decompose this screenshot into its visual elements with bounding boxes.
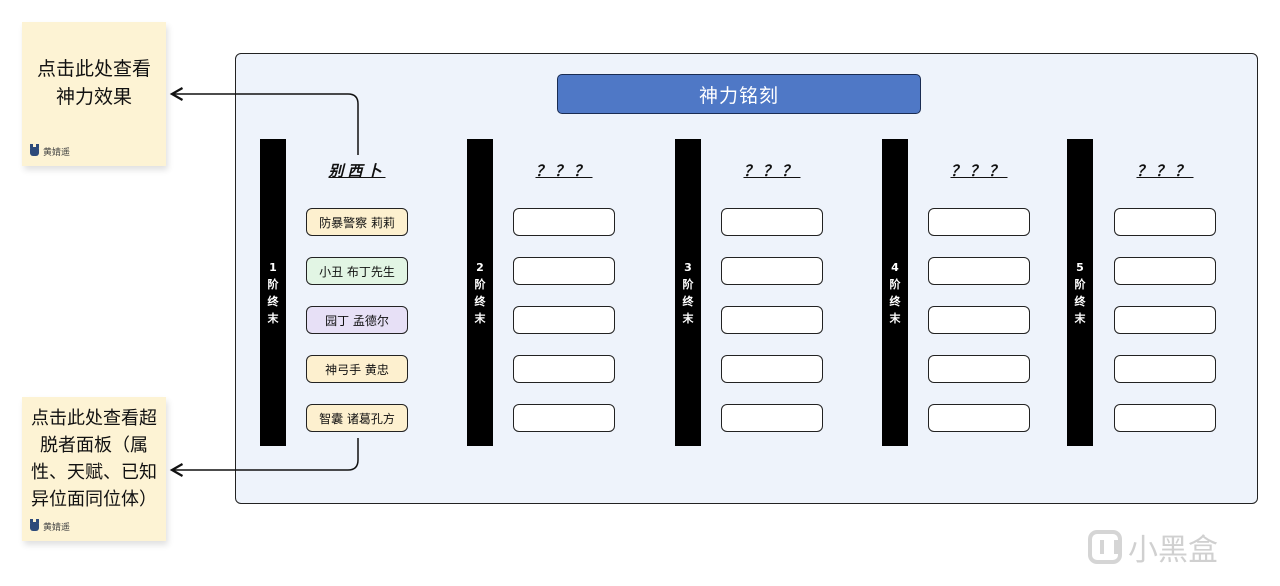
avatar-icon <box>30 144 39 156</box>
sticky-note-panel[interactable]: 点击此处查看超脱者面板（属性、天赋、已知异位面同位体） 黄婧遥 <box>22 397 166 541</box>
stage-2-slot-1[interactable] <box>513 208 615 236</box>
stage-3-slot-3[interactable] <box>721 306 823 334</box>
stage-label: 3阶终末 <box>682 260 694 325</box>
note-effects-text: 点击此处查看神力效果 <box>36 58 151 108</box>
watermark-text: 小黑盒 <box>1128 533 1218 568</box>
note-panel-text: 点击此处查看超脱者面板（属性、天赋、已知异位面同位体） <box>31 408 157 510</box>
watermark: 小黑盒 <box>1088 525 1218 569</box>
stage-label: 4阶终末 <box>889 260 901 325</box>
stage-4-slot-1[interactable] <box>928 208 1030 236</box>
stage-1-slot-5[interactable]: 智囊 诸葛孔方 <box>306 404 408 432</box>
stage-2-slot-4[interactable] <box>513 355 615 383</box>
stage-bar-1: 1阶终末 <box>260 139 286 446</box>
stage-1-slot-1[interactable]: 防暴警察 莉莉 <box>306 208 408 236</box>
stage-label: 1阶终末 <box>267 260 279 325</box>
stage-title-5: ？？？ <box>1136 162 1194 180</box>
stage-5-slot-5[interactable] <box>1114 404 1216 432</box>
stage-1-slot-4[interactable]: 神弓手 黄忠 <box>306 355 408 383</box>
stage-5-slot-4[interactable] <box>1114 355 1216 383</box>
stage-2-slot-5[interactable] <box>513 404 615 432</box>
stage-label: 2阶终末 <box>474 260 486 325</box>
stage-4-slot-5[interactable] <box>928 404 1030 432</box>
note-author: 黄婧遥 <box>30 144 71 158</box>
stage-1-slot-2[interactable]: 小丑 布丁先生 <box>306 257 408 285</box>
heybox-logo-icon <box>1088 530 1122 564</box>
stage-3-slot-4[interactable] <box>721 355 823 383</box>
note-author-name: 黄婧遥 <box>43 523 71 533</box>
stage-3-slot-1[interactable] <box>721 208 823 236</box>
avatar-icon <box>30 519 39 531</box>
stage-4-slot-3[interactable] <box>928 306 1030 334</box>
stage-5-slot-3[interactable] <box>1114 306 1216 334</box>
stage-2-slot-2[interactable] <box>513 257 615 285</box>
sticky-note-effects[interactable]: 点击此处查看神力效果 黄婧遥 <box>22 22 166 166</box>
stage-5-slot-2[interactable] <box>1114 257 1216 285</box>
stage-title-2: ？？？ <box>535 162 593 180</box>
stage-label: 5阶终末 <box>1074 260 1086 325</box>
stage-bar-2: 2阶终末 <box>467 139 493 446</box>
stage-title-1[interactable]: 别西卜 <box>328 162 386 180</box>
stage-bar-3: 3阶终末 <box>675 139 701 446</box>
stage-bar-4: 4阶终末 <box>882 139 908 446</box>
stage-4-slot-2[interactable] <box>928 257 1030 285</box>
arrow-to-panel-note <box>169 438 359 477</box>
note-author-name: 黄婧遥 <box>43 148 71 158</box>
stage-3-slot-5[interactable] <box>721 404 823 432</box>
stage-2-slot-3[interactable] <box>513 306 615 334</box>
note-author: 黄婧遥 <box>30 519 71 533</box>
arrow-to-effects-note <box>169 87 359 155</box>
stage-bar-5: 5阶终末 <box>1067 139 1093 446</box>
stage-title-3: ？？？ <box>743 162 801 180</box>
stage-title-4: ？？？ <box>950 162 1008 180</box>
stage-5-slot-1[interactable] <box>1114 208 1216 236</box>
panel-title: 神力铭刻 <box>557 74 921 114</box>
stage-3-slot-2[interactable] <box>721 257 823 285</box>
stage-4-slot-4[interactable] <box>928 355 1030 383</box>
stage-1-slot-3[interactable]: 园丁 孟德尔 <box>306 306 408 334</box>
